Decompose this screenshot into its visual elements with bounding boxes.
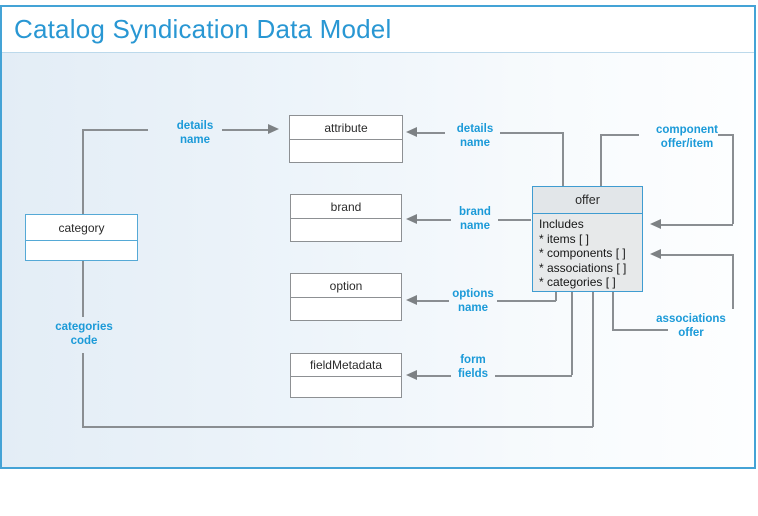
connector-line bbox=[417, 300, 449, 302]
connector-line bbox=[500, 132, 563, 134]
entity-brand: brand bbox=[290, 194, 402, 242]
entity-fieldMetadata: fieldMetadata bbox=[290, 353, 402, 398]
title-bar: Catalog Syndication Data Model bbox=[2, 7, 754, 52]
entity-option-body bbox=[291, 298, 401, 320]
diagram-frame: Catalog Syndication Data Model bbox=[0, 5, 756, 469]
entity-category-title: category bbox=[26, 215, 137, 241]
label-brand-name: brand name bbox=[459, 206, 491, 232]
entity-fieldMetadata-title: fieldMetadata bbox=[291, 354, 401, 377]
entity-category: category bbox=[25, 214, 138, 261]
connector-line bbox=[498, 219, 531, 221]
connector-line bbox=[612, 329, 668, 331]
entity-option: option bbox=[290, 273, 402, 321]
connector-line bbox=[600, 134, 602, 186]
label-details-name-left: details name bbox=[176, 120, 214, 146]
connector-line bbox=[612, 292, 614, 329]
arrowhead bbox=[406, 127, 417, 137]
entity-fieldMetadata-body bbox=[291, 377, 401, 397]
label-associations-offer: associations offer bbox=[656, 313, 726, 339]
arrowhead bbox=[650, 249, 661, 259]
entity-offer: offer Includes * items [ ] * components … bbox=[532, 186, 643, 292]
diagram-canvas: category attribute brand option fieldMet… bbox=[2, 52, 754, 467]
connector-line bbox=[600, 134, 639, 136]
connector-line bbox=[732, 134, 734, 224]
connector-line bbox=[718, 134, 733, 136]
connector-line bbox=[82, 426, 593, 428]
arrowhead bbox=[406, 214, 417, 224]
arrowhead bbox=[268, 124, 279, 134]
connector-line bbox=[661, 224, 733, 226]
connector-line bbox=[497, 300, 556, 302]
label-options-name: options name bbox=[452, 288, 494, 314]
offer-body-line: * components [ ] bbox=[539, 246, 626, 260]
connector-line bbox=[732, 254, 734, 309]
offer-body-line: * items [ ] bbox=[539, 231, 590, 246]
entity-option-title: option bbox=[291, 274, 401, 298]
connector-line bbox=[571, 292, 573, 375]
entity-attribute-title: attribute bbox=[290, 116, 402, 140]
connector-line bbox=[661, 254, 733, 256]
entity-offer-body: Includes * items [ ] * components [ ] * … bbox=[533, 214, 642, 290]
entity-attribute-body bbox=[290, 140, 402, 162]
page-title: Catalog Syndication Data Model bbox=[14, 14, 392, 44]
entity-category-body bbox=[26, 241, 137, 260]
entity-offer-title: offer bbox=[533, 187, 642, 214]
arrowhead bbox=[406, 370, 417, 380]
label-form-fields: form fields bbox=[457, 354, 489, 380]
offer-body-line: Includes bbox=[539, 217, 584, 231]
label-component-offer-item: component offer/item bbox=[656, 124, 718, 150]
offer-body-line: * categories [ ] bbox=[539, 275, 616, 289]
arrowhead bbox=[406, 295, 417, 305]
connector-line bbox=[592, 292, 594, 427]
connector-line bbox=[417, 132, 445, 134]
connector-line bbox=[555, 292, 557, 301]
connector-line bbox=[417, 219, 451, 221]
connector-line bbox=[82, 261, 84, 317]
connector-line bbox=[562, 132, 564, 186]
arrowhead bbox=[650, 219, 661, 229]
label-categories-code: categories code bbox=[55, 321, 113, 347]
connector-line bbox=[495, 375, 572, 377]
entity-brand-title: brand bbox=[291, 195, 401, 219]
connector-line bbox=[82, 129, 84, 214]
connector-line bbox=[82, 353, 84, 426]
entity-brand-body bbox=[291, 219, 401, 241]
entity-attribute: attribute bbox=[289, 115, 403, 163]
connector-line bbox=[222, 129, 268, 131]
offer-body-line: * associations [ ] bbox=[539, 260, 627, 275]
connector-line bbox=[417, 375, 451, 377]
connector-line bbox=[82, 129, 148, 131]
label-details-name-right: details name bbox=[456, 123, 494, 149]
